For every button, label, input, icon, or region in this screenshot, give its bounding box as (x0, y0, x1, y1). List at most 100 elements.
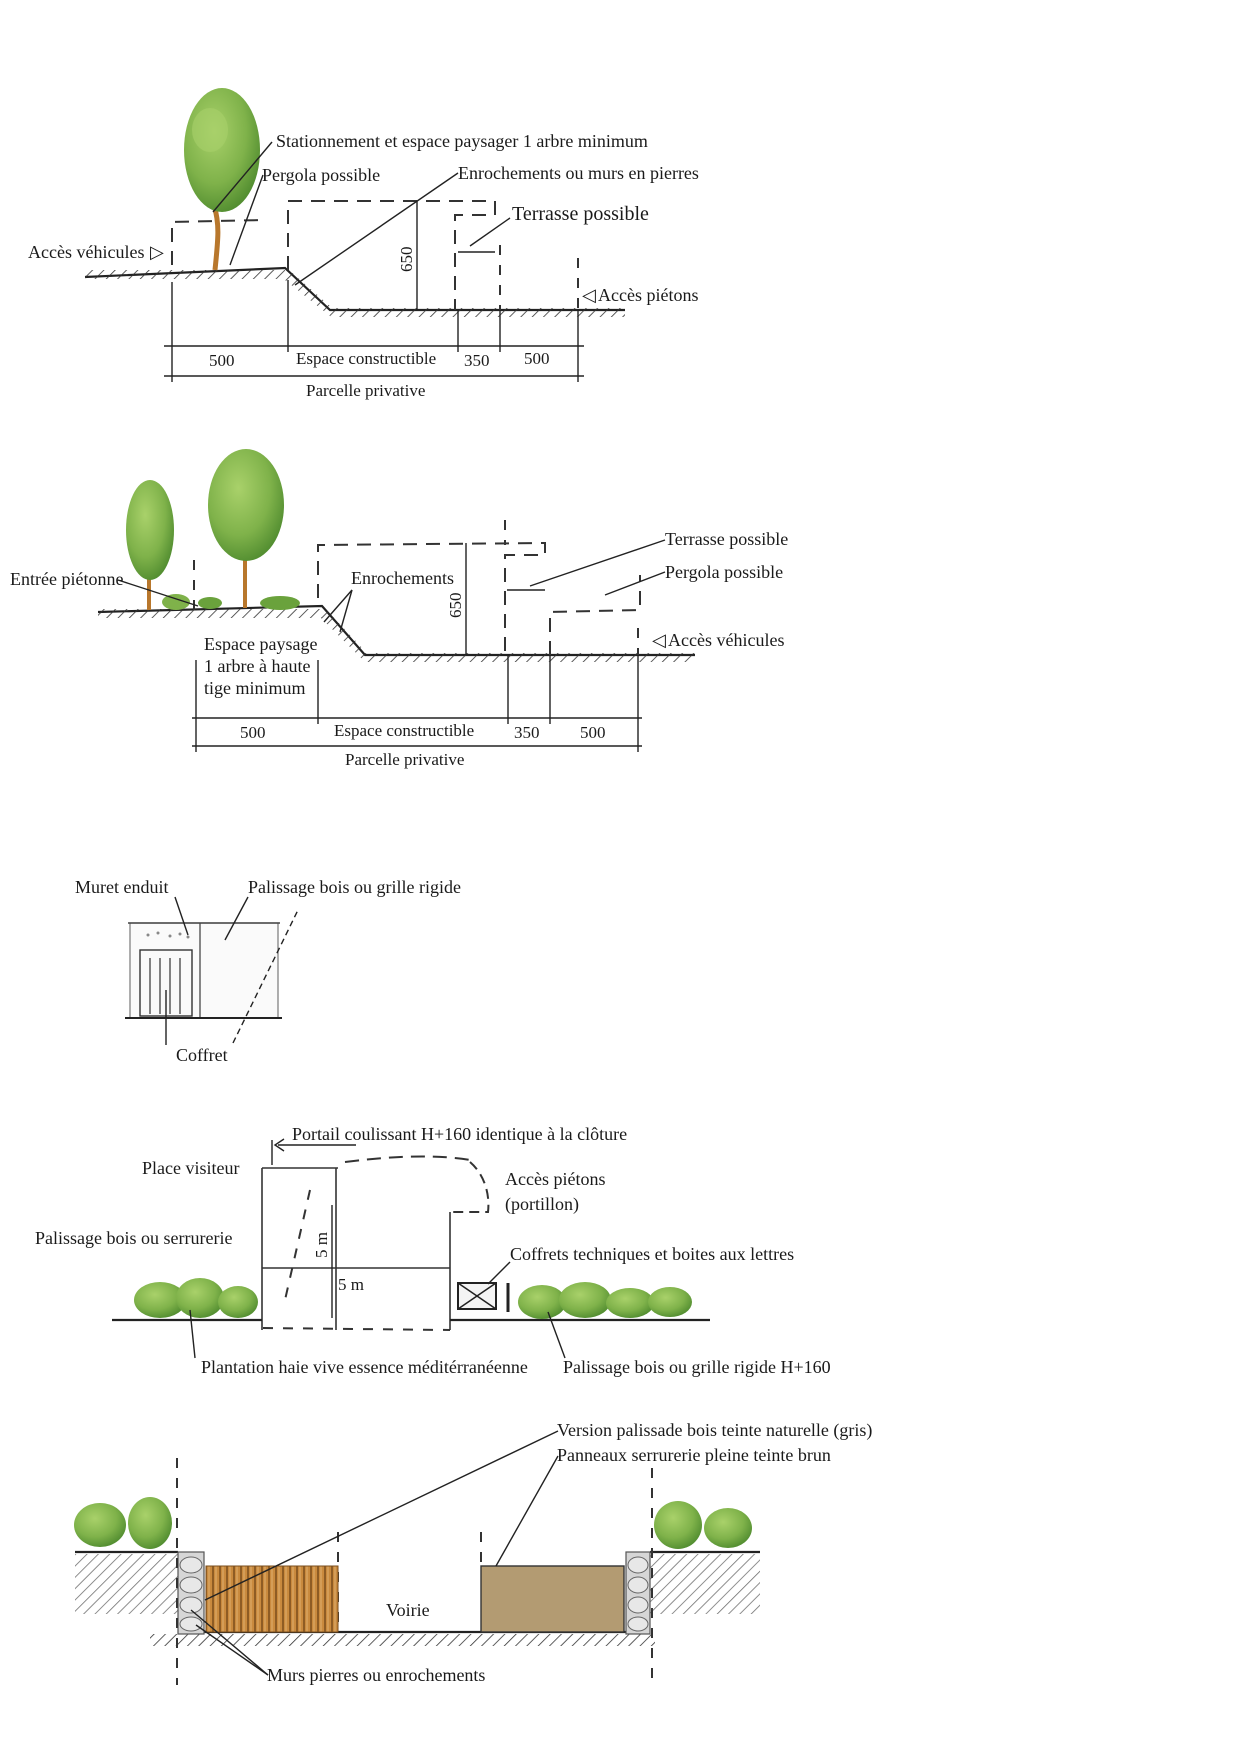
label-landscape: Espace paysage (204, 634, 317, 654)
label-terrace: Terrasse possible (512, 203, 649, 225)
building-outline (287, 200, 496, 310)
section-1-cross-section: 650 Stationnement et espace paysager 1 a… (28, 88, 699, 400)
pergola-outline (171, 219, 265, 265)
leader (174, 896, 189, 936)
dim-value: 500 (240, 723, 266, 742)
label-wall: Muret enduit (75, 877, 168, 897)
ground-hatch (85, 270, 285, 279)
leader (117, 579, 199, 607)
dim-value: 350 (514, 723, 540, 742)
label-visitor: Place visiteur (142, 1158, 239, 1178)
label-landscape: tige minimum (204, 678, 306, 698)
leader (529, 539, 666, 587)
pedestrian-gate-arc (344, 1155, 471, 1163)
dim-value: 500 (524, 349, 550, 368)
label-rocks: Enrochements (351, 568, 454, 588)
arrow-left-icon (273, 1138, 285, 1152)
leader (339, 589, 353, 633)
leader (212, 141, 273, 213)
wood-fence-panel (205, 1565, 339, 1633)
arrow-left-icon: ◁ (652, 630, 666, 650)
label-stone: Murs pierres ou enrochements (267, 1665, 485, 1685)
arrow-right-icon: ▷ (150, 242, 164, 262)
leader (487, 1261, 511, 1285)
mailbox-icon (457, 1282, 510, 1312)
hedge-right (654, 1501, 752, 1549)
leader (294, 172, 459, 286)
label-wood: Version palissade bois teinte naturelle … (557, 1420, 872, 1441)
section-5-road-section: Version palissade bois teinte naturelle … (74, 1420, 872, 1685)
parking-edge (262, 1327, 451, 1331)
label-pergola: Pergola possible (262, 165, 380, 185)
height-value: 650 (446, 593, 465, 619)
label-metal: Panneaux serrurerie pleine teinte brun (557, 1445, 831, 1465)
slope-hatch (320, 606, 365, 662)
ground-hatch (650, 1554, 760, 1614)
dim-value: 350 (464, 351, 490, 370)
leader (224, 896, 249, 941)
label-terrace: Terrasse possible (665, 529, 788, 549)
leader (323, 589, 353, 623)
label-pedestrian: Accès piétons (505, 1169, 605, 1189)
leader (547, 1311, 566, 1359)
label-pergola: Pergola possible (665, 562, 783, 582)
road-hatch (150, 1634, 655, 1646)
label-boxes: Coffrets techniques et boites aux lettre… (510, 1244, 794, 1264)
dim-value: Espace constructible (334, 721, 474, 740)
dim-value-v: 5 m (312, 1232, 331, 1258)
tree-icon (184, 88, 260, 271)
fence-panel (129, 922, 279, 1019)
leader (232, 909, 299, 1044)
leader (189, 1309, 196, 1359)
section-4-entrance-plan: 5 m 5 m Portail coulissant H+160 identiq… (35, 1124, 831, 1377)
leader (190, 1609, 269, 1676)
leader (229, 174, 264, 266)
height-value: 650 (397, 247, 416, 273)
dim-value: Espace constructible (296, 349, 436, 368)
dim-value-h: 5 m (338, 1275, 364, 1294)
leader (495, 1455, 559, 1567)
leader (469, 217, 511, 247)
ground-hatch (98, 609, 322, 618)
label-box: Coffret (176, 1045, 228, 1065)
label-fence-right: Palissage bois ou grille rigide H+160 (563, 1357, 831, 1377)
slope-hatch (285, 268, 330, 316)
label-landscape: 1 arbre à haute (204, 656, 310, 676)
leader (195, 1624, 269, 1676)
label-vehicle-access: Accès véhicules (28, 242, 144, 262)
label-fence-left: Palissage bois ou serrurerie (35, 1228, 232, 1248)
wall-texture (146, 931, 190, 939)
stone-wall-left (177, 1551, 205, 1635)
label-pedestrian-access: Accès piétons (598, 285, 698, 305)
sketch-line (284, 1189, 311, 1301)
pedestrian-gate-arc (450, 1161, 490, 1213)
label-pedestrian-entry: Entrée piétonne (10, 569, 123, 589)
tree-icon (208, 449, 284, 608)
dim-total: Parcelle privative (345, 750, 464, 769)
dim-value: 500 (580, 723, 606, 742)
shrubs (162, 594, 300, 610)
ground-hatch (75, 1554, 178, 1614)
pergola-outline (549, 575, 641, 655)
label-parking: Stationnement et espace paysager 1 arbre… (276, 131, 648, 151)
stone-wall-right (625, 1551, 651, 1635)
label-pedestrian: (portillon) (505, 1194, 579, 1215)
hedge-left (134, 1278, 258, 1318)
ground-hatch (365, 653, 695, 662)
utility-box (139, 949, 193, 1017)
dim-value: 500 (209, 351, 235, 370)
dim-total: Parcelle privative (306, 381, 425, 400)
metal-fence-panel (480, 1565, 625, 1633)
arrow-left-icon: ◁ (582, 285, 596, 305)
label-fence: Palissage bois ou grille rigide (248, 877, 461, 897)
label-road: Voirie (386, 1600, 430, 1620)
label-hedge: Plantation haie vive essence méditérrané… (201, 1357, 528, 1377)
leader (204, 1430, 559, 1601)
section-2-cross-section: 650 Entrée piétonne Enrochements Espace … (10, 449, 788, 769)
building-outline (317, 541, 546, 655)
label-gate: Portail coulissant H+160 identique à la … (292, 1124, 627, 1144)
tree-icon (126, 480, 174, 610)
label-vehicle-access: Accès véhicules (668, 630, 784, 650)
